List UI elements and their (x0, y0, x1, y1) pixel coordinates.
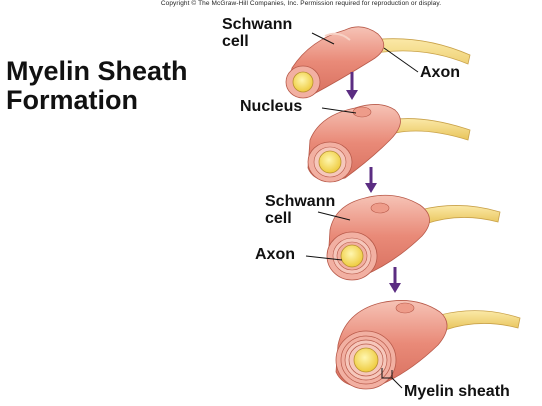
arrow-stage-2-to-3 (365, 167, 377, 193)
arrow-stage-1-to-2 (346, 72, 358, 100)
title-line-2: Formation (6, 85, 138, 115)
label-axon-2: Axon (255, 246, 295, 263)
copyright-notice: Copyright © The McGraw-Hill Companies, I… (160, 0, 442, 7)
label-schwann-cell-1-line-2: cell (222, 33, 249, 50)
label-axon-1: Axon (420, 64, 460, 81)
label-schwann-cell-2: Schwann cell (265, 193, 335, 227)
leader-myelin-sheath (391, 377, 403, 389)
leader-schwann-cell-2 (317, 211, 351, 221)
leader-axon-1 (383, 47, 419, 73)
label-schwann-cell-1: Schwann cell (222, 16, 292, 50)
leader-axon-2 (305, 255, 343, 261)
arrow-stage-3-to-4 (389, 267, 401, 293)
label-schwann-cell-2-line-2: cell (265, 210, 292, 227)
stage-2-illustration (307, 104, 471, 183)
label-schwann-cell-2-line-1: Schwann (265, 193, 336, 210)
stage-1-illustration (285, 26, 471, 99)
stage-4-illustration (335, 300, 521, 390)
title-line-1: Myelin Sheath (6, 56, 188, 86)
leader-nucleus (321, 107, 357, 114)
label-nucleus: Nucleus (240, 98, 303, 115)
myelin-sheath-bracket (381, 368, 393, 379)
leader-schwann-cell-1 (311, 32, 335, 45)
label-schwann-cell-1-line-1: Schwann (222, 16, 293, 33)
stage-3-illustration (326, 194, 501, 281)
label-myelin-sheath: Myelin sheath (404, 383, 510, 400)
diagram-title: Myelin Sheath Formation (6, 57, 188, 115)
